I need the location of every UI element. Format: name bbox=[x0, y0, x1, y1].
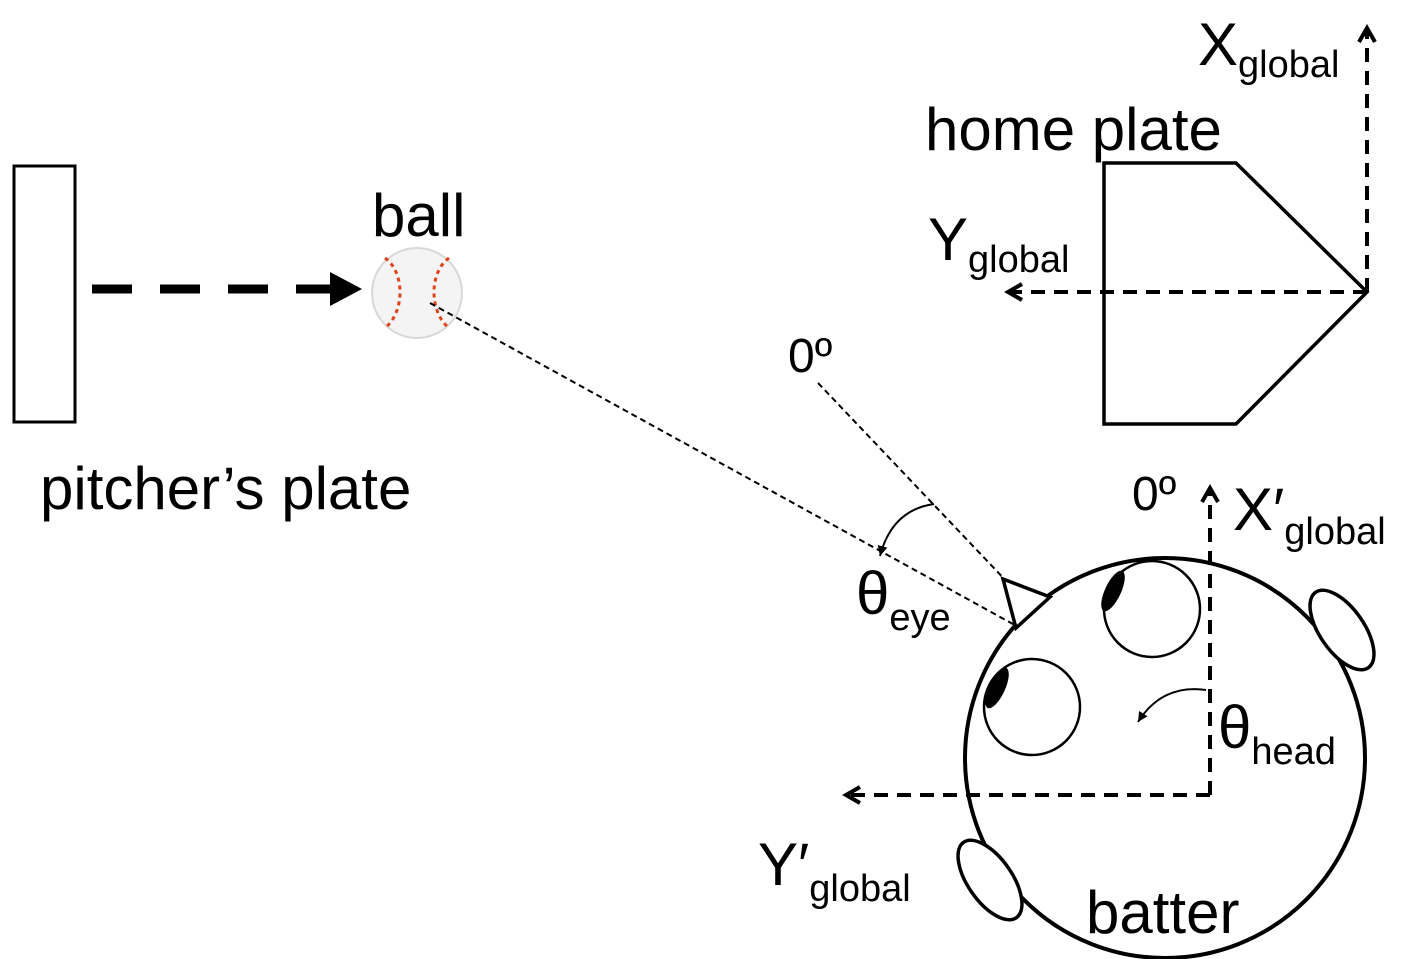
home-plate-label: home plate bbox=[925, 96, 1222, 163]
y-global-label: Yglobal bbox=[928, 206, 1069, 281]
theta-head-label: θhead bbox=[1218, 694, 1336, 773]
pitchers-plate-shape bbox=[12, 164, 77, 424]
batter-label: batter bbox=[1086, 879, 1239, 946]
theta-eye-arc bbox=[877, 503, 935, 557]
gaze-line bbox=[429, 302, 1101, 673]
nose-icon bbox=[1000, 576, 1054, 632]
pitch-arrowhead bbox=[330, 272, 362, 306]
head-zero-degree-label: 0º bbox=[1132, 468, 1176, 521]
left-eye-icon bbox=[982, 657, 1082, 757]
eye-zero-degree-label: 0º bbox=[788, 330, 832, 383]
y-prime-global-label: Y′global bbox=[758, 831, 911, 910]
x-prime-global-label: X′global bbox=[1233, 476, 1386, 553]
left-ear-icon bbox=[956, 838, 1024, 922]
right-ear-icon bbox=[1308, 588, 1376, 672]
baseball-icon bbox=[371, 247, 463, 339]
ball-label: ball bbox=[372, 182, 465, 249]
home-plate-shape bbox=[1102, 161, 1370, 426]
pitchers-plate-label: pitcher’s plate bbox=[40, 455, 411, 522]
theta-head-arc bbox=[1137, 688, 1207, 723]
x-global-label: Xglobal bbox=[1198, 11, 1339, 86]
right-eye-icon bbox=[1101, 559, 1202, 659]
theta-eye-label: θeye bbox=[856, 560, 951, 639]
batter-head bbox=[956, 556, 1376, 959]
